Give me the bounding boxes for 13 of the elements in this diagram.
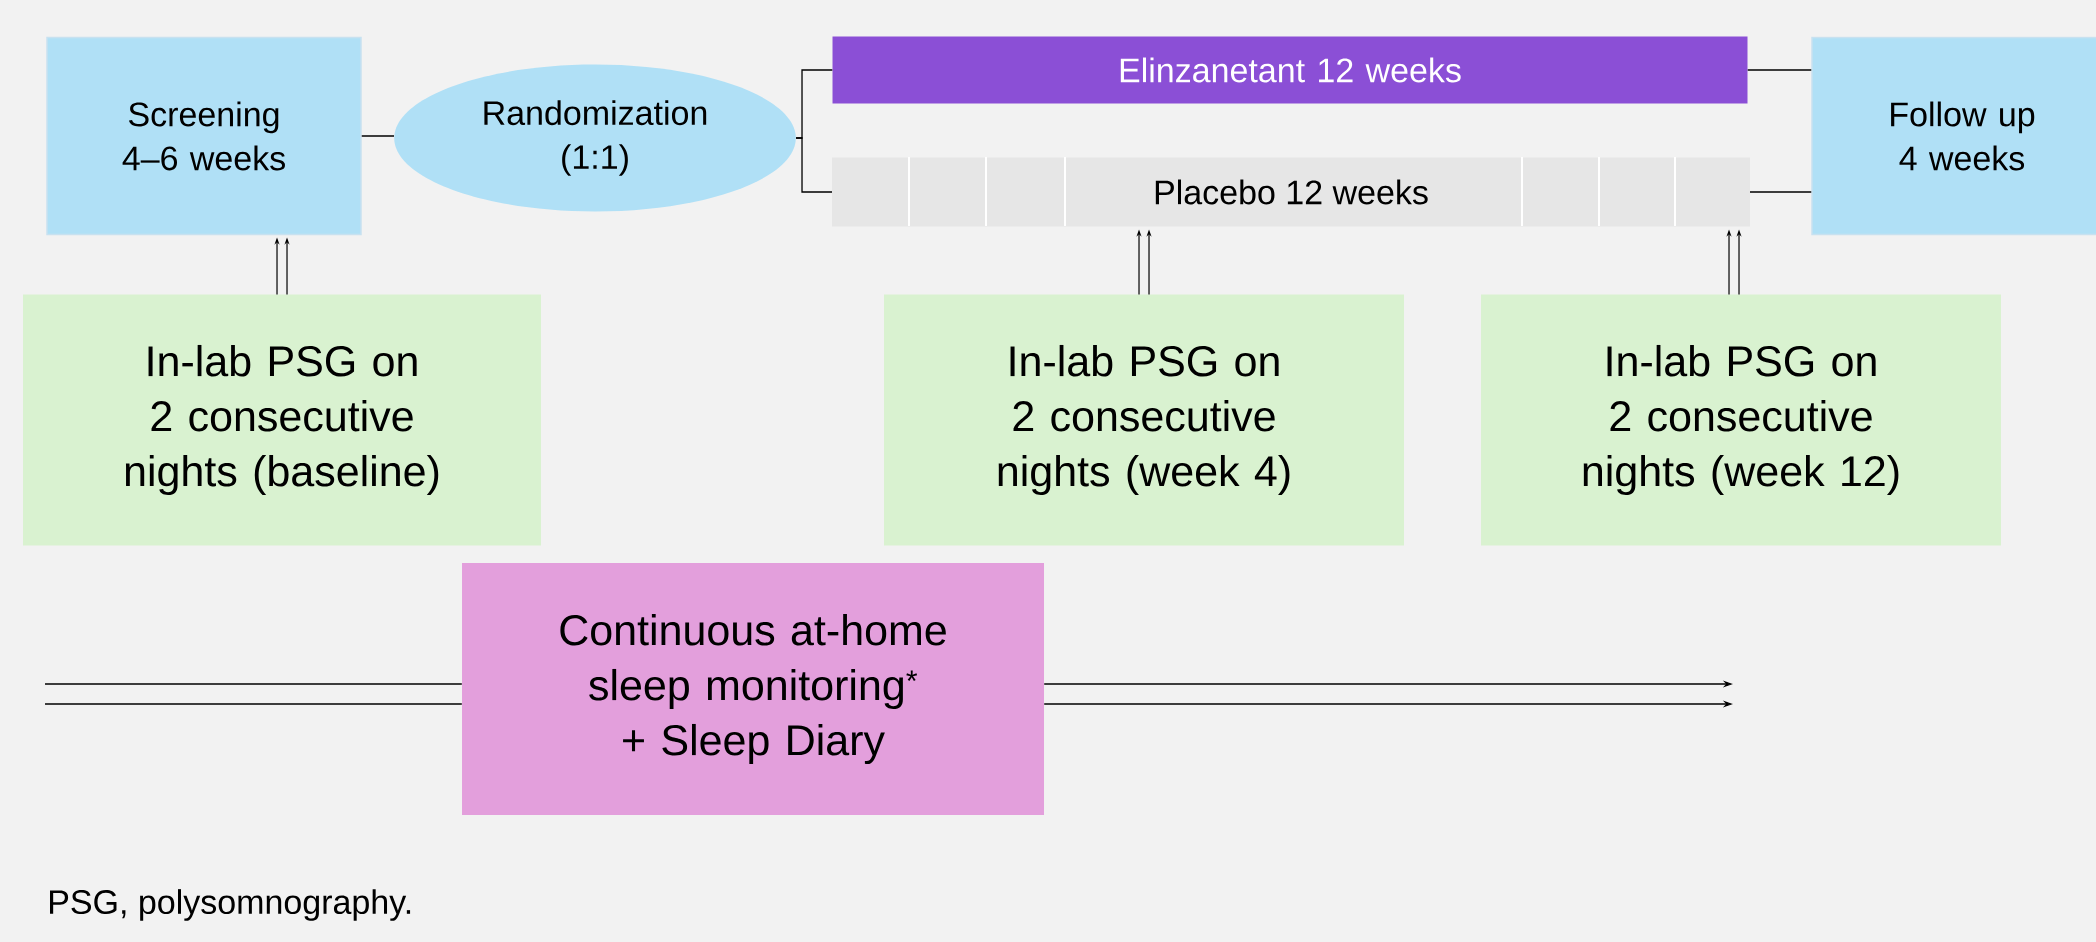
assessment-box: In-lab PSG on 2 consecutive nights (week 4) [884,294,1404,546]
footnote: PSG, polysomnography. [50,889,411,921]
connector-line [361,135,395,137]
monitoring-box: Continuous at-home sleep monitoring$^{*}$ + Sleep Diary [462,563,1044,815]
assessment-box: In-lab PSG on 2 consecutive nights (week 12) [1481,294,2001,546]
treatment-bar: Placebo 12 weeks [832,156,1750,227]
connector-line [1749,191,1812,193]
connector-line [1747,69,1812,71]
process-box: Screening 4–6 weeks [46,36,362,236]
process-box: Follow up 4 weeks [1811,36,2096,236]
assessment-box: In-lab PSG on 2 consecutive nights (baseline) [23,294,541,546]
treatment-bar: Elinzanetant 12 weeks [832,36,1748,104]
connector-line [795,137,833,193]
